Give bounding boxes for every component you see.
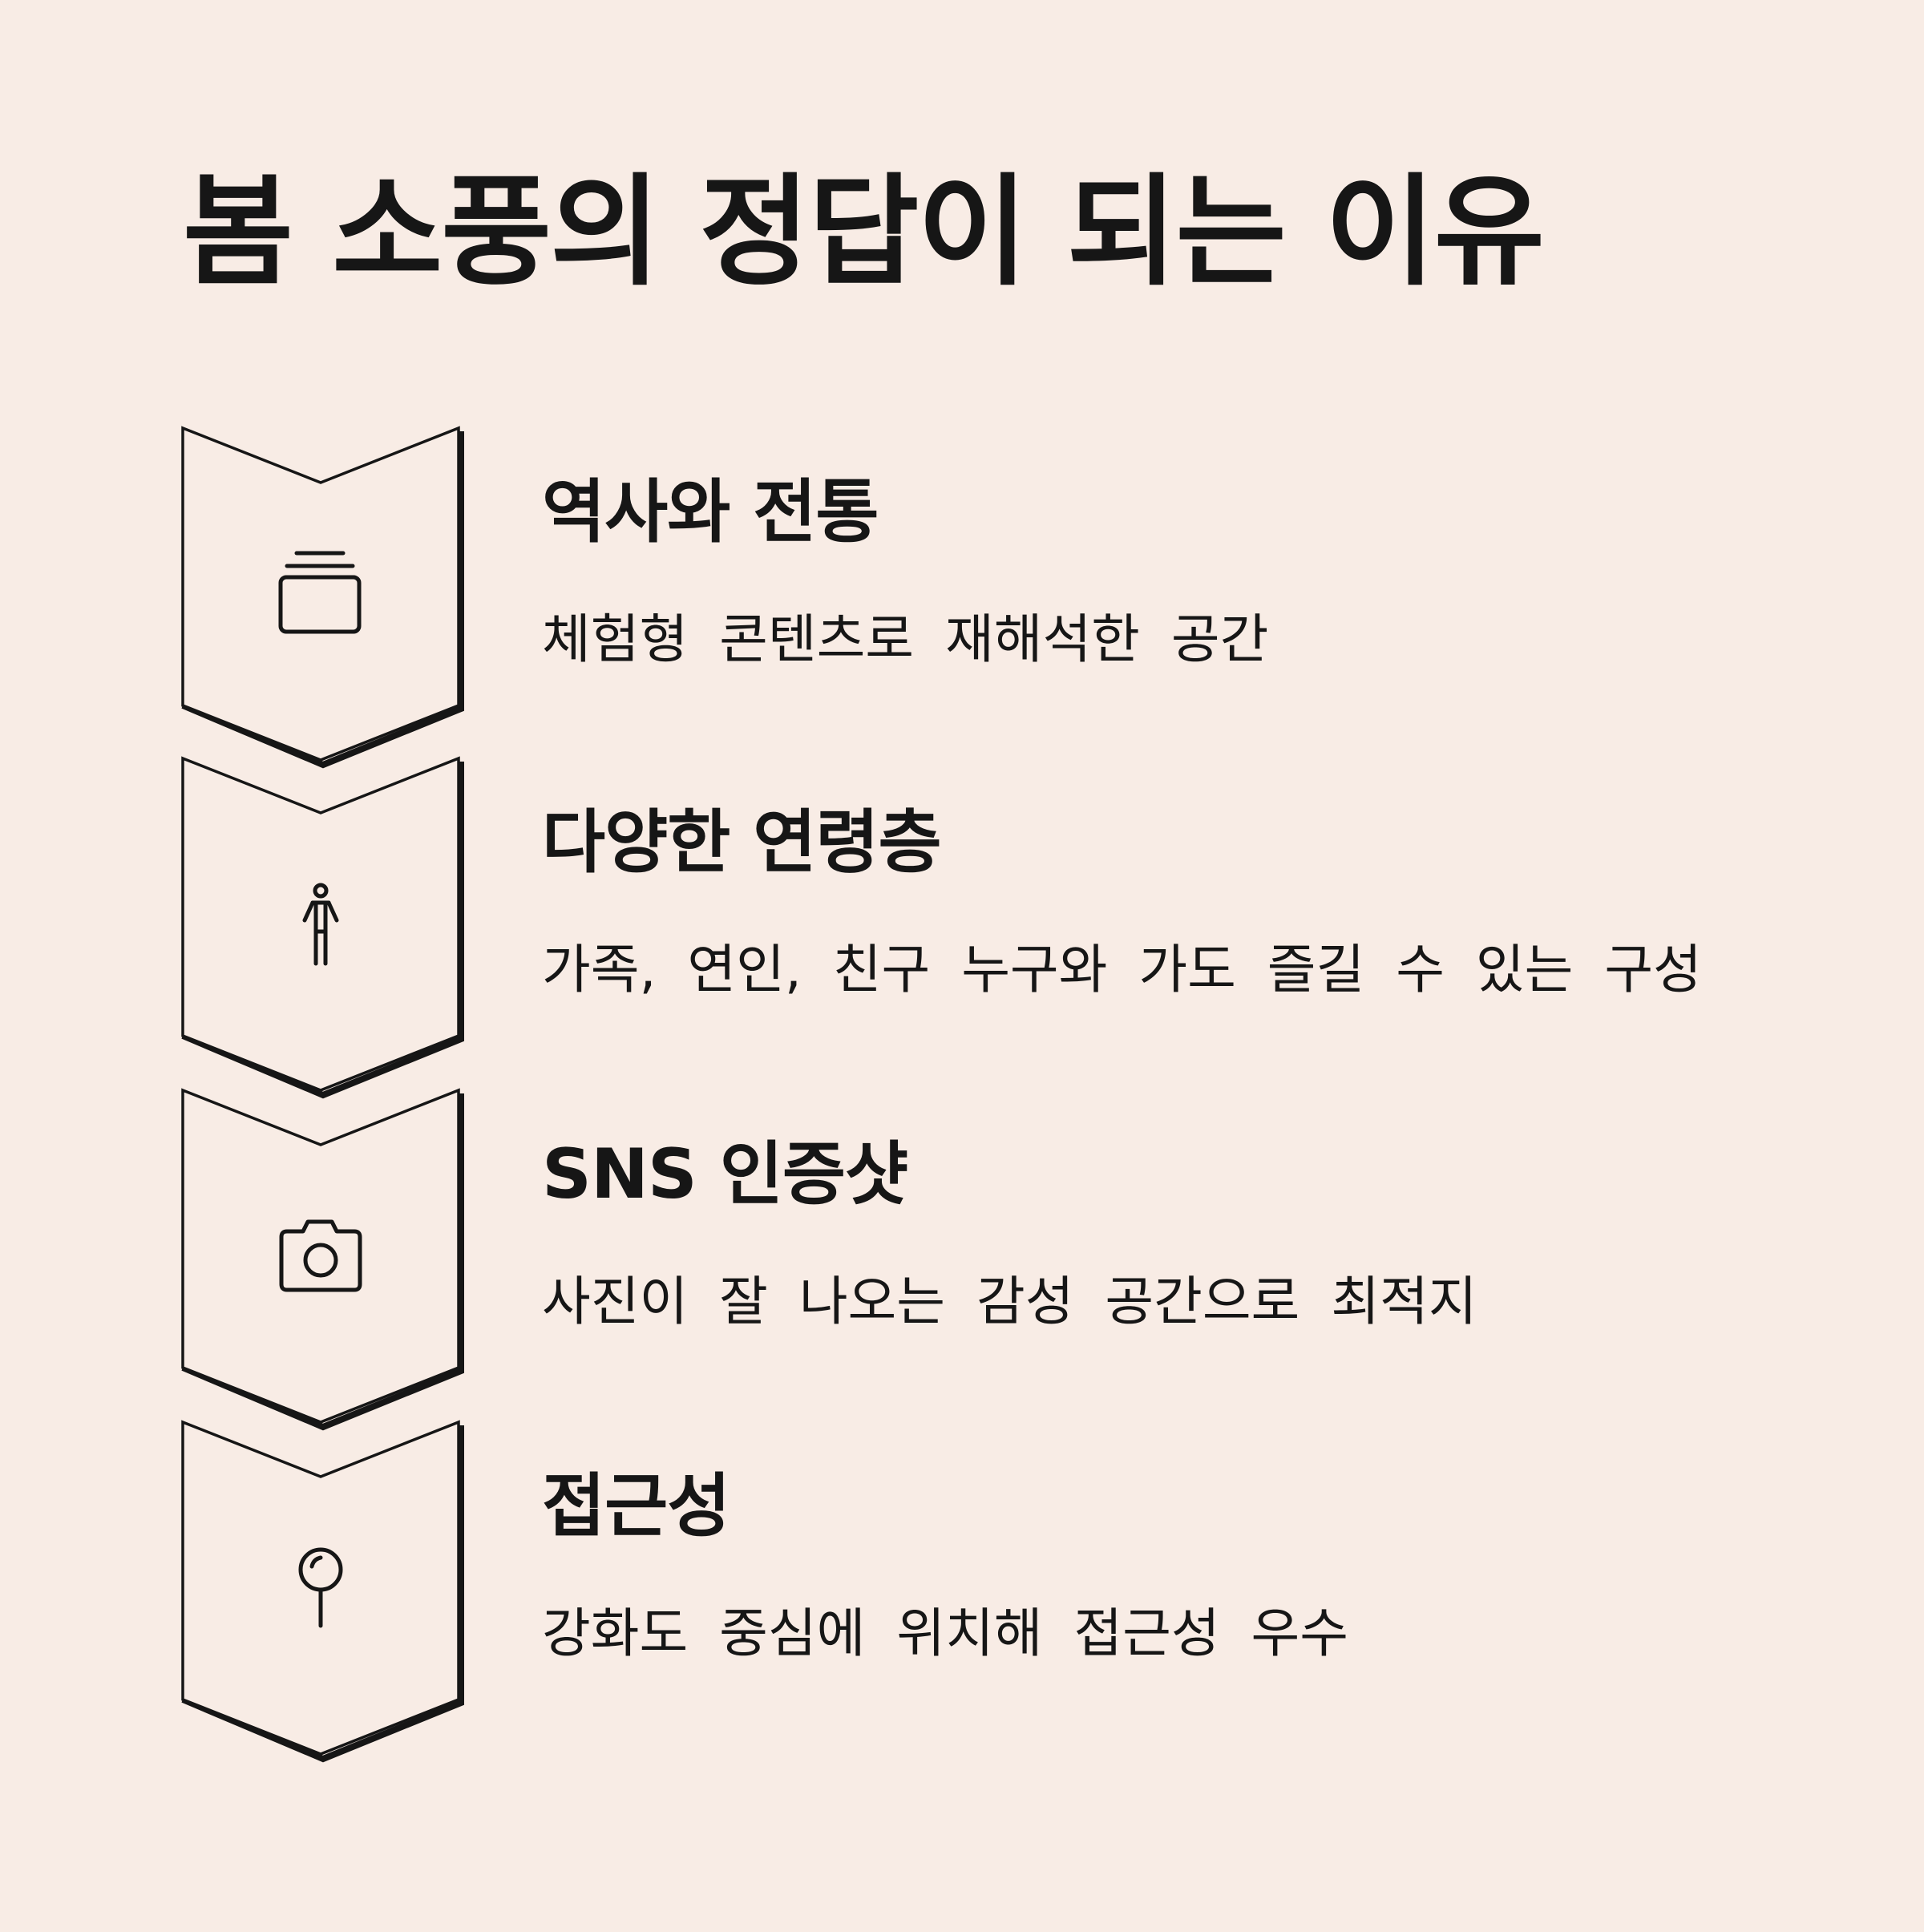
reason-item-access: 접근성 강화도 중심에 위치해 접근성 우수 bbox=[0, 1417, 1924, 1763]
chevron-marker bbox=[181, 1088, 464, 1431]
reason-description: 체험형 콘텐츠로 재해석한 공간 bbox=[542, 608, 1269, 670]
reason-item-ages: 다양한 연령층 가족, 연인, 친구 누구와 가도 즐길 수 있는 구성 bbox=[0, 754, 1924, 1099]
person-icon bbox=[302, 883, 339, 966]
archive-box-icon bbox=[278, 551, 362, 634]
reason-heading: 다양한 연령층 bbox=[542, 802, 942, 883]
reason-item-history: 역사와 전통 체험형 콘텐츠로 재해석한 공간 bbox=[0, 423, 1924, 769]
camera-icon bbox=[279, 1219, 362, 1292]
page-title: 봄 소풍의 정답이 되는 이유 bbox=[183, 163, 1545, 302]
reason-heading: 접근성 bbox=[542, 1466, 730, 1546]
reason-description: 가족, 연인, 친구 누구와 가도 즐길 수 있는 구성 bbox=[542, 939, 1702, 1000]
chevron-marker bbox=[181, 1420, 464, 1763]
chevron-marker bbox=[181, 426, 464, 769]
map-pin-icon bbox=[298, 1547, 343, 1628]
reason-heading: 역사와 전통 bbox=[542, 472, 879, 552]
chevron-marker bbox=[181, 756, 464, 1099]
reason-heading: SNS 인증샷 bbox=[542, 1134, 908, 1215]
reason-item-sns: SNS 인증샷 사진이 잘 나오는 감성 공간으로 최적지 bbox=[0, 1085, 1924, 1431]
reason-description: 강화도 중심에 위치해 접근성 우수 bbox=[542, 1603, 1348, 1664]
reason-description: 사진이 잘 나오는 감성 공간으로 최적지 bbox=[542, 1271, 1477, 1332]
